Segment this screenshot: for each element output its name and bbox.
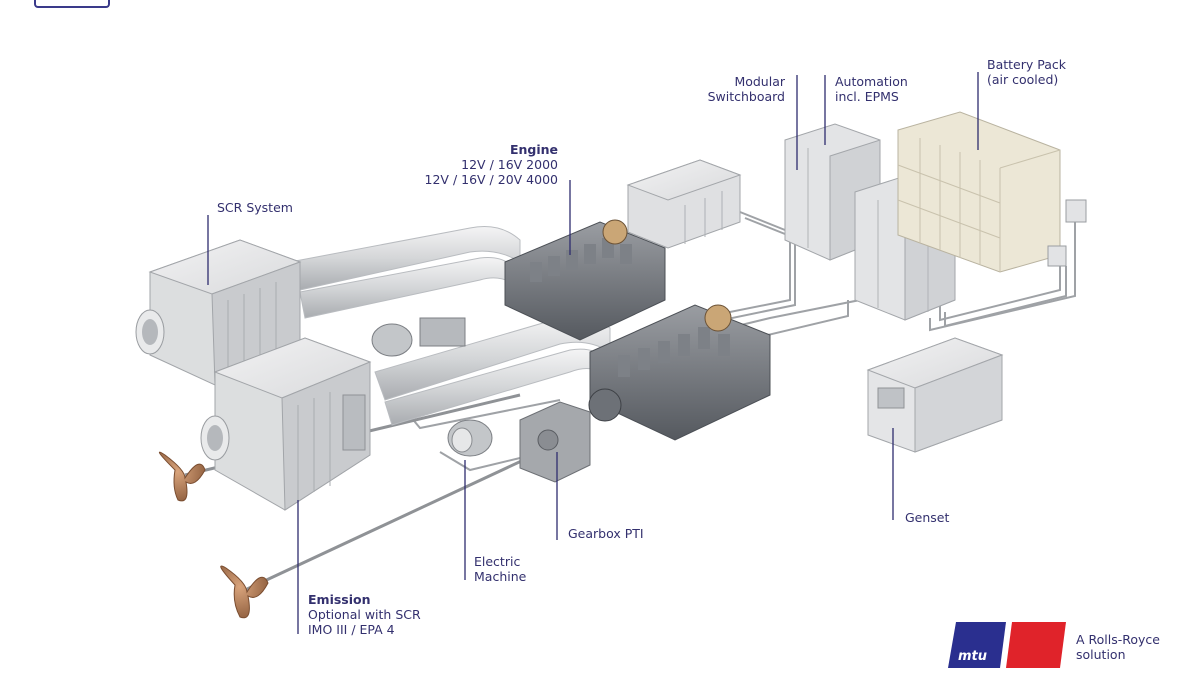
label-battery-pack: Battery Pack (air cooled) xyxy=(987,57,1066,87)
top-logo-fragment xyxy=(34,0,110,8)
modular-switchboard-unit xyxy=(626,159,742,249)
brand-tagline: A Rolls-Royce solution xyxy=(1076,632,1160,662)
engine-line-1: 12V / 16V 2000 xyxy=(461,157,558,172)
battery-line-2: (air cooled) xyxy=(987,72,1059,87)
exhaust-pipes xyxy=(289,226,611,426)
engine-line-2: 12V / 16V / 20V 4000 xyxy=(424,172,558,187)
emission-line-2: IMO III / EPA 4 xyxy=(308,622,395,637)
engine-title: Engine xyxy=(509,142,558,157)
label-automation: Automation incl. EPMS xyxy=(835,74,908,104)
engine-upper xyxy=(504,219,666,341)
modular-switchboard-line-1: Modular xyxy=(734,74,785,89)
scr-system-text: SCR System xyxy=(217,200,293,215)
mtu-logo-mark: mtu xyxy=(948,622,1066,668)
label-emission: Emission Optional with SCR IMO III / EPA… xyxy=(308,592,421,637)
leader-lines xyxy=(207,72,979,634)
label-gearbox-pti: Gearbox PTI xyxy=(568,526,644,541)
propeller-lower xyxy=(220,565,269,619)
engine-lower xyxy=(588,304,771,441)
propeller-upper xyxy=(158,451,206,502)
modular-switchboard-line-2: Switchboard xyxy=(707,89,785,104)
gearbox-text: Gearbox PTI xyxy=(568,526,644,541)
label-engine: Engine 12V / 16V 2000 12V / 16V / 20V 40… xyxy=(418,142,558,187)
emission-title: Emission xyxy=(308,592,371,607)
label-electric-machine: Electric Machine xyxy=(474,554,526,584)
tagline-line-2: solution xyxy=(1076,647,1126,662)
scr-unit-lower xyxy=(200,337,372,511)
label-modular-switchboard: Modular Switchboard xyxy=(690,74,785,104)
electric-machine-line-2: Machine xyxy=(474,569,527,584)
automation-line-2: incl. EPMS xyxy=(835,89,899,104)
electric-machine-upper xyxy=(371,317,466,357)
gearbox-pti xyxy=(519,401,591,483)
electric-machine-line-1: Electric xyxy=(474,554,521,569)
emission-line-1: Optional with SCR xyxy=(308,607,421,622)
tagline-line-1: A Rolls-Royce xyxy=(1076,632,1160,647)
battery-line-1: Battery Pack xyxy=(987,57,1066,72)
automation-line-1: Automation xyxy=(835,74,908,89)
label-scr-system: SCR System xyxy=(217,200,293,215)
label-genset: Genset xyxy=(905,510,949,525)
genset-text: Genset xyxy=(905,510,950,525)
battery-pack xyxy=(897,111,1087,273)
genset-unit xyxy=(866,337,1004,453)
mtu-logo: mtu xyxy=(948,620,1068,670)
electric-machine-lower xyxy=(447,419,493,457)
mtu-logo-text: mtu xyxy=(958,649,987,664)
